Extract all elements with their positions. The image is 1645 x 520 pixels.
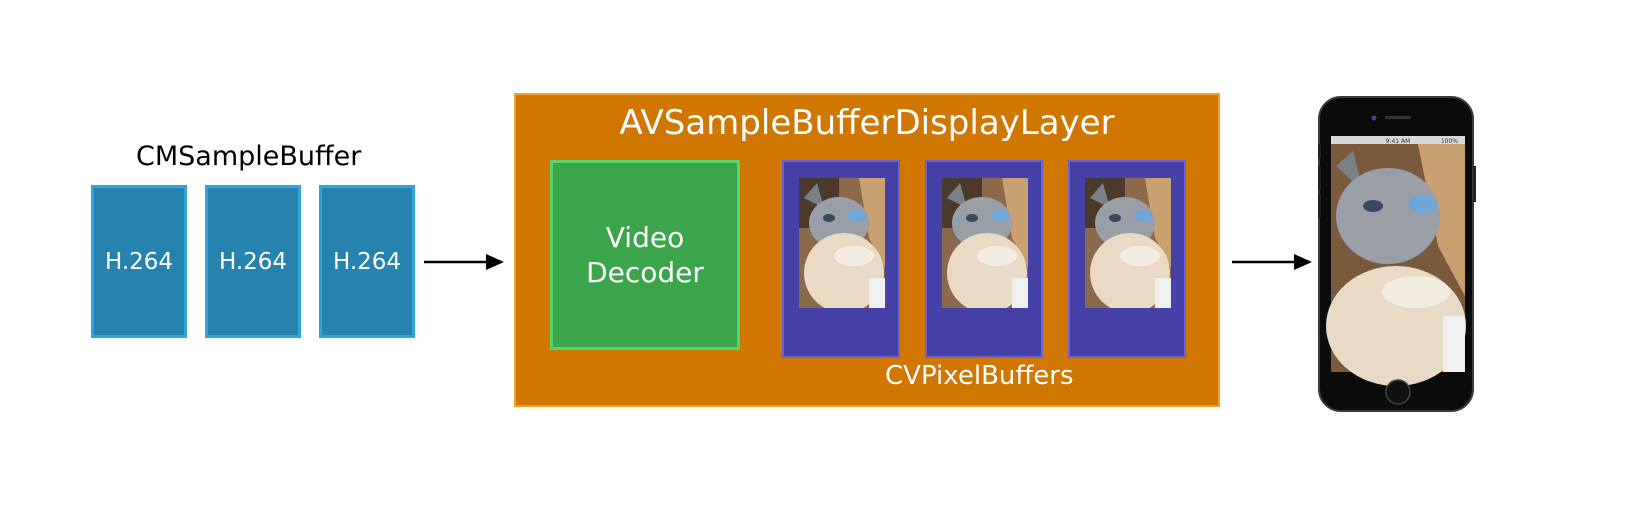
pixel-buffer-2 xyxy=(925,160,1043,358)
status-time: 9:41 AM xyxy=(1386,138,1411,145)
cat-photo xyxy=(942,178,1028,308)
arrow-right-icon xyxy=(424,254,504,270)
arrow-right-icon xyxy=(1232,254,1312,270)
decoder-label-line2: Decoder xyxy=(586,256,704,289)
h264-frame-1: H.264 xyxy=(91,185,187,338)
phone-icon: 9:41 AM 100% xyxy=(1318,96,1476,412)
h264-frame-2: H.264 xyxy=(205,185,301,338)
display-layer-title: AVSampleBufferDisplayLayer xyxy=(619,103,1115,143)
cmsamplebuffer-label: CMSampleBuffer xyxy=(136,141,362,172)
status-battery: 100% xyxy=(1441,138,1458,145)
video-decoder-box: Video Decoder xyxy=(550,160,740,350)
h264-frame-label: H.264 xyxy=(218,248,288,275)
pixel-buffer-1 xyxy=(782,160,900,358)
cat-photo xyxy=(1085,178,1171,308)
cvpixelbuffers-label: CVPixelBuffers xyxy=(885,361,1074,391)
pixel-buffer-3 xyxy=(1068,160,1186,358)
h264-frame-label: H.264 xyxy=(104,248,174,275)
h264-frame-label: H.264 xyxy=(332,248,402,275)
cat-photo xyxy=(799,178,885,308)
decoder-label-line1: Video xyxy=(605,221,685,254)
display-layer-box: AVSampleBufferDisplayLayer Video Decoder xyxy=(514,93,1220,407)
h264-frame-3: H.264 xyxy=(319,185,415,338)
